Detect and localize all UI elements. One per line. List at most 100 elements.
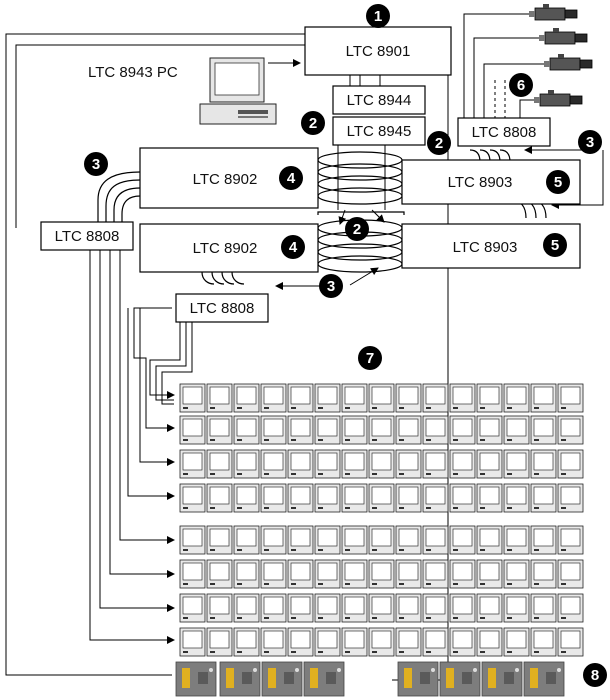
monitor-icon — [557, 593, 584, 623]
monitor-icon — [314, 383, 341, 413]
monitor-icon — [233, 415, 260, 445]
monitor-icon — [557, 525, 584, 555]
monitor-icon — [287, 593, 314, 623]
monitor-icon — [449, 483, 476, 513]
monitor-icon — [314, 627, 341, 657]
ltc8902-bottom-label: LTC 8902 — [193, 240, 258, 257]
monitor-icon — [557, 449, 584, 479]
ltc8901-label: LTC 8901 — [346, 43, 411, 60]
monitor-icon — [287, 483, 314, 513]
monitor-icon — [530, 449, 557, 479]
svg-text:2: 2 — [353, 221, 361, 238]
ltc8901-box: LTC 8901 — [304, 26, 452, 76]
monitor-icon — [206, 383, 233, 413]
monitor-icon — [530, 559, 557, 589]
monitor-icon — [476, 559, 503, 589]
monitor-icon — [557, 627, 584, 657]
trunk-cables — [317, 130, 405, 273]
svg-text:3: 3 — [586, 134, 594, 151]
monitor-icon — [206, 483, 233, 513]
monitor-icon — [233, 449, 260, 479]
camera-icon — [543, 53, 593, 71]
monitor-icon — [260, 593, 287, 623]
ltc8808-top-right-box: LTC 8808 — [457, 117, 551, 147]
monitor-icon — [368, 449, 395, 479]
monitor-icon — [368, 559, 395, 589]
monitor-icon — [260, 449, 287, 479]
monitor-icon — [476, 525, 503, 555]
svg-text:6: 6 — [517, 77, 525, 94]
pc-label: LTC 8943 PC — [88, 64, 178, 81]
monitor-icon — [179, 449, 206, 479]
monitor-icon — [395, 383, 422, 413]
monitor-icon — [530, 525, 557, 555]
monitor-icon — [179, 593, 206, 623]
badge-1: 1 — [366, 4, 390, 28]
monitor-icon — [395, 559, 422, 589]
monitor-icon — [503, 383, 530, 413]
monitor-icon — [341, 449, 368, 479]
monitor-icon — [422, 525, 449, 555]
monitor-icon — [557, 483, 584, 513]
monitor-icon — [503, 525, 530, 555]
badge-3: 3 — [578, 130, 602, 154]
monitor-icon — [395, 593, 422, 623]
camera-icon — [528, 3, 578, 21]
monitor-icon — [287, 559, 314, 589]
monitor-icon — [530, 627, 557, 657]
svg-text:2: 2 — [435, 135, 443, 152]
monitor-icon — [314, 415, 341, 445]
monitor-icon — [557, 415, 584, 445]
monitor-icon — [341, 525, 368, 555]
svg-text:5: 5 — [554, 174, 562, 191]
camera-icon — [533, 89, 583, 107]
monitor-icon — [422, 593, 449, 623]
monitor-icon — [449, 525, 476, 555]
monitor-feeds — [89, 250, 193, 644]
monitor-icon — [287, 415, 314, 445]
monitor-icon — [503, 559, 530, 589]
badge-2: 2 — [427, 131, 451, 155]
monitor-icon — [530, 415, 557, 445]
monitor-wall — [179, 383, 584, 657]
ltc8808-center-box: LTC 8808 — [175, 293, 269, 323]
ltc8808-left-box: LTC 8808 — [40, 221, 134, 251]
monitor-icon — [476, 483, 503, 513]
monitor-icon — [395, 525, 422, 555]
monitor-icon — [476, 383, 503, 413]
ltc8945-label: LTC 8945 — [347, 123, 412, 140]
monitor-icon — [260, 383, 287, 413]
monitor-icon — [530, 383, 557, 413]
ltc8902-top-label: LTC 8902 — [193, 171, 258, 188]
svg-text:7: 7 — [366, 350, 374, 367]
badge-2: 2 — [301, 111, 325, 135]
monitor-icon — [260, 415, 287, 445]
badge-6: 6 — [509, 73, 533, 97]
ltc8808-top-right-label: LTC 8808 — [472, 124, 537, 141]
ltc8944-box: LTC 8944 — [332, 85, 426, 115]
svg-text:2: 2 — [309, 115, 317, 132]
monitor-icon — [503, 449, 530, 479]
keyboard-icon — [523, 661, 565, 697]
svg-text:3: 3 — [92, 156, 100, 173]
badge-4: 4 — [279, 166, 303, 190]
monitor-icon — [449, 415, 476, 445]
monitor-icon — [476, 593, 503, 623]
svg-text:4: 4 — [287, 170, 296, 187]
monitor-icon — [179, 627, 206, 657]
monitor-icon — [395, 449, 422, 479]
ltc8945-box: LTC 8945 — [332, 116, 426, 146]
monitor-icon — [422, 483, 449, 513]
svg-text:3: 3 — [327, 278, 335, 295]
monitor-icon — [368, 627, 395, 657]
monitor-icon — [422, 627, 449, 657]
camera-icon — [538, 27, 588, 45]
monitor-icon — [179, 525, 206, 555]
monitor-icon — [422, 449, 449, 479]
monitor-icon — [314, 559, 341, 589]
svg-text:5: 5 — [551, 237, 559, 254]
monitor-icon — [449, 559, 476, 589]
monitor-icon — [314, 483, 341, 513]
monitor-icon — [341, 593, 368, 623]
ltc8944-label: LTC 8944 — [347, 92, 412, 109]
